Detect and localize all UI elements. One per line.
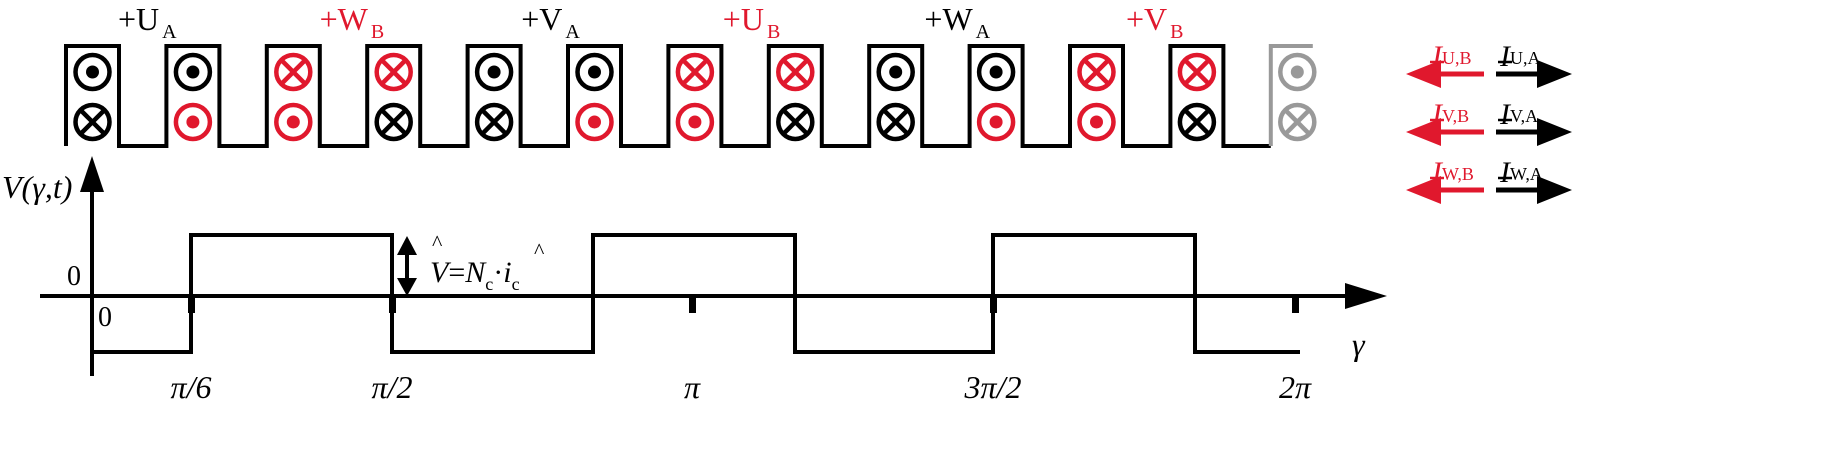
- current-in-icon: [1077, 52, 1116, 92]
- amplitude-label: V=Nc·ic: [430, 256, 520, 294]
- current-in-icon: [675, 52, 715, 92]
- current-in-icon: [274, 52, 313, 92]
- y-axis-arrow-icon: [80, 156, 104, 192]
- current-out-icon: [575, 52, 614, 92]
- stator-slot-outline: [64, 44, 1271, 148]
- current-in-icon: [1177, 102, 1217, 142]
- arrow-right-icon: [1537, 60, 1572, 88]
- x-ticks: π/6 π/2 π 3π/2 2π: [171, 297, 1312, 405]
- current-label: IW,B: [1431, 156, 1474, 189]
- x-tick-label: π/2: [372, 369, 413, 405]
- current-in-icon: [73, 102, 112, 142]
- current-label: IV,B: [1431, 98, 1469, 131]
- current-in-icon: [776, 102, 815, 142]
- current-out-icon: [1278, 52, 1317, 92]
- current-legend: IU,B IU,A IV,B IV,A IW,B IW,A: [1406, 40, 1572, 204]
- x-tick: [389, 297, 396, 313]
- current-out-icon: [474, 52, 514, 92]
- zero-y-label: 0: [67, 261, 81, 292]
- current-label: IW,A: [1499, 156, 1543, 189]
- current-out-icon: [575, 102, 614, 142]
- y-axis-label: V(γ,t): [2, 169, 72, 205]
- current-out-icon: [876, 52, 915, 92]
- x-tick-label: 3π/2: [964, 369, 1022, 405]
- repeat-slot-outline: [1268, 44, 1313, 146]
- current-out-icon: [73, 52, 112, 92]
- x-tick: [990, 297, 997, 313]
- current-label: IU,B: [1431, 40, 1472, 73]
- hat-icon: ^: [534, 238, 545, 263]
- hat-icon: ^: [432, 230, 443, 255]
- current-out-icon: [976, 102, 1016, 142]
- x-tick: [689, 297, 696, 313]
- x-tick-label: π: [684, 369, 701, 405]
- mmf-waveform: [92, 233, 1300, 354]
- current-label: IV,A: [1499, 98, 1538, 131]
- current-in-icon: [374, 102, 413, 142]
- current-out-icon: [274, 102, 313, 142]
- x-tick-label: π/6: [171, 369, 212, 405]
- arrow-right-icon: [1537, 118, 1572, 146]
- current-out-icon: [976, 52, 1016, 92]
- plot: π/6 π/2 π 3π/2 2π V(γ,t) γ 0 0 V=Nc·ic ^ ^: [2, 156, 1387, 405]
- current-out-icon: [1077, 102, 1116, 142]
- current-out-icon: [173, 102, 213, 142]
- current-in-icon: [1177, 52, 1217, 92]
- current-out-icon: [173, 52, 213, 92]
- x-axis-arrow-icon: [1345, 283, 1387, 309]
- amplitude-arrow-down-icon: [397, 278, 417, 296]
- arrow-left-icon: [1406, 176, 1441, 204]
- x-tick: [1292, 297, 1299, 313]
- current-label: IU,A: [1499, 40, 1541, 73]
- current-out-icon: [675, 102, 715, 142]
- current-in-icon: [876, 102, 915, 142]
- arrow-left-icon: [1406, 60, 1441, 88]
- arrow-right-icon: [1537, 176, 1572, 204]
- current-in-icon: [1278, 102, 1317, 142]
- x-tick-label: 2π: [1279, 369, 1312, 405]
- current-in-icon: [474, 102, 514, 142]
- x-axis-label: γ: [1352, 326, 1366, 362]
- current-in-icon: [374, 52, 413, 92]
- x-tick: [188, 297, 195, 313]
- current-in-icon: [776, 52, 815, 92]
- amplitude-arrow-up-icon: [397, 236, 417, 255]
- conductor-symbols: [73, 52, 1317, 142]
- zero-x-label: 0: [98, 302, 112, 333]
- arrow-left-icon: [1406, 118, 1441, 146]
